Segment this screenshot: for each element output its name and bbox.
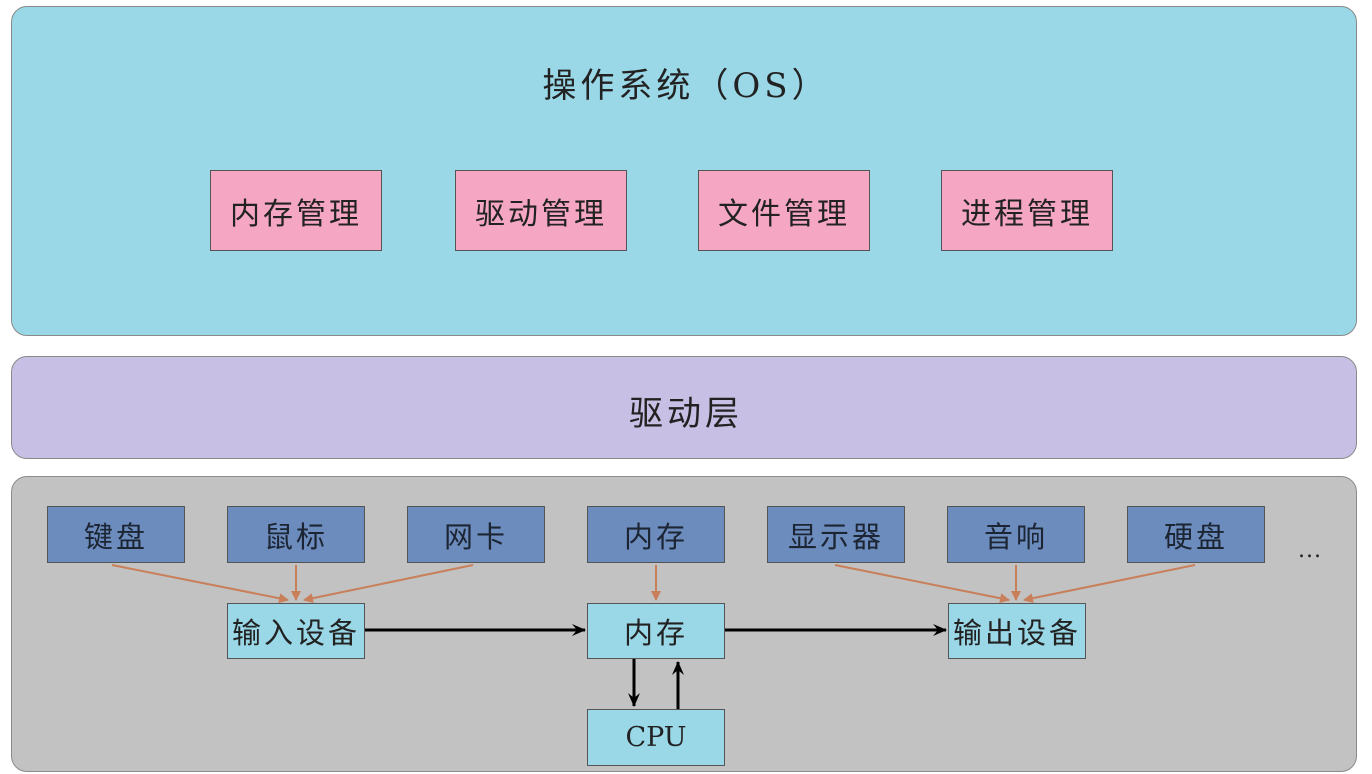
mouse-box: 鼠标 [227,506,365,563]
driver-management-box: 驱动管理 [455,170,627,251]
driver-layer-title: 驱动层 [629,394,743,434]
keyboard-box: 键盘 [47,506,185,563]
process-management-box: 进程管理 [941,170,1113,251]
hard-disk-box: 硬盘 [1127,506,1265,563]
memory-device-box: 内存 [587,506,725,563]
keyboard-to-input-arrow [111,564,289,604]
driver-layer [11,356,1357,459]
file-management-box: 文件管理 [698,170,870,251]
display-box: 显示器 [767,506,905,563]
cpu-box: CPU [587,709,725,766]
display-to-output-arrow [834,564,1010,604]
memory-management-box: 内存管理 [210,170,382,251]
os-title: 操作系统（OS） [542,66,830,106]
disk-to-output-arrow [1023,564,1196,604]
memory-box: 内存 [587,603,725,659]
speaker-box: 音响 [947,506,1085,563]
nic-to-input-arrow [303,564,474,604]
output-device-box: 输出设备 [948,603,1086,659]
input-device-box: 输入设备 [227,603,365,659]
network-card-box: 网卡 [407,506,545,563]
more-devices-ellipsis: ... [1298,538,1322,563]
